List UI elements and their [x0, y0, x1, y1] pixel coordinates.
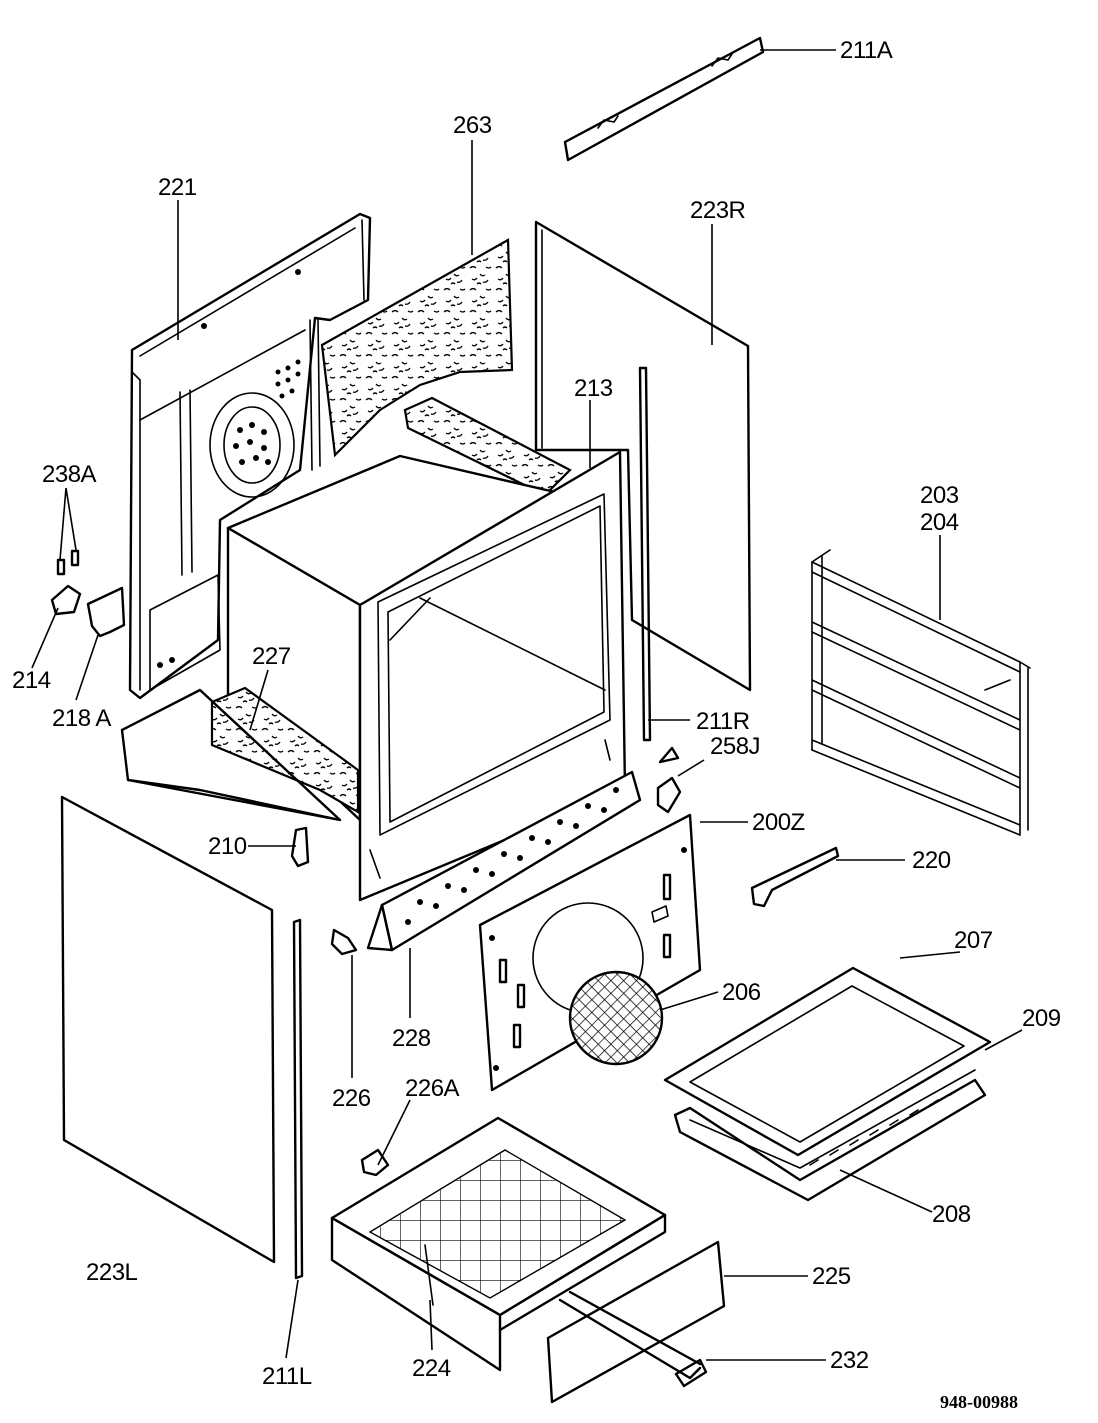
label-211A: 211A: [840, 37, 893, 64]
label-214: 214: [12, 667, 51, 694]
label-213: 213: [574, 375, 613, 402]
label-226A: 226A: [405, 1075, 460, 1102]
label-207: 207: [954, 927, 993, 954]
part-labels: 211A 263 221 223R 213 238A 203 204 214 2…: [12, 37, 1061, 1412]
label-227: 227: [252, 643, 291, 670]
label-225: 225: [812, 1263, 851, 1290]
part-227-insulation-front: [210, 686, 360, 814]
part-207-tray: [663, 966, 992, 1157]
label-228: 228: [392, 1025, 431, 1052]
part-208-209-grill-pan: [673, 1069, 987, 1202]
document-id: 948-00988: [940, 1392, 1018, 1412]
part-211A-top-strip: [563, 36, 765, 162]
label-223L: 223L: [86, 1259, 138, 1286]
label-258J: 258J: [710, 733, 760, 760]
part-211L-left-strip: [292, 918, 304, 1280]
label-220: 220: [912, 847, 951, 874]
label-200Z: 200Z: [752, 809, 805, 836]
part-base-tray: [120, 688, 342, 822]
part-225-drawer-front: [546, 1240, 726, 1404]
part-223R-right-side-panel: [534, 220, 752, 692]
label-238A: 238A: [42, 461, 97, 488]
part-224-drawer: [330, 1116, 667, 1372]
part-203-204-shelf-rack: [811, 549, 1031, 836]
part-200Z-fan-panel: [478, 813, 702, 1092]
part-210-latch: [290, 826, 310, 868]
part-218A-bracket: [86, 586, 126, 638]
part-238A-screws: [56, 549, 80, 576]
part-oven-top-insulation: [403, 396, 572, 497]
label-223R: 223R: [690, 197, 746, 224]
part-228-front-rail: [366, 770, 642, 952]
label-208: 208: [932, 1201, 971, 1228]
leader-lines: [31, 49, 1023, 1361]
part-226A-clip: [360, 1148, 390, 1177]
label-209: 209: [1022, 1005, 1061, 1032]
part-206-fan-filter: [568, 970, 664, 1066]
part-223L-left-side-panel: [60, 795, 276, 1264]
vent-holes: [157, 269, 301, 668]
label-203: 203: [920, 482, 959, 509]
part-221-back-panel: [128, 212, 372, 700]
label-206: 206: [722, 979, 761, 1006]
label-226: 226: [332, 1085, 371, 1112]
label-224: 224: [412, 1355, 451, 1382]
label-210: 210: [208, 833, 247, 860]
label-218A: 218 A: [52, 705, 111, 732]
part-232-runner: [558, 1290, 708, 1388]
label-204: 204: [920, 509, 959, 536]
part-220-bracket: [750, 846, 840, 908]
label-211L: 211L: [262, 1363, 312, 1390]
part-258J-clip: [656, 746, 682, 814]
label-263: 263: [453, 112, 492, 139]
label-232: 232: [830, 1347, 869, 1374]
label-221: 221: [158, 174, 197, 201]
part-214-hinge: [50, 584, 82, 616]
part-213-oven-liner: [226, 450, 627, 902]
part-263-insulation-back: [320, 238, 514, 458]
part-226-clip: [330, 928, 358, 956]
label-211R: 211R: [696, 708, 750, 735]
part-211R-right-strip: [638, 366, 652, 742]
